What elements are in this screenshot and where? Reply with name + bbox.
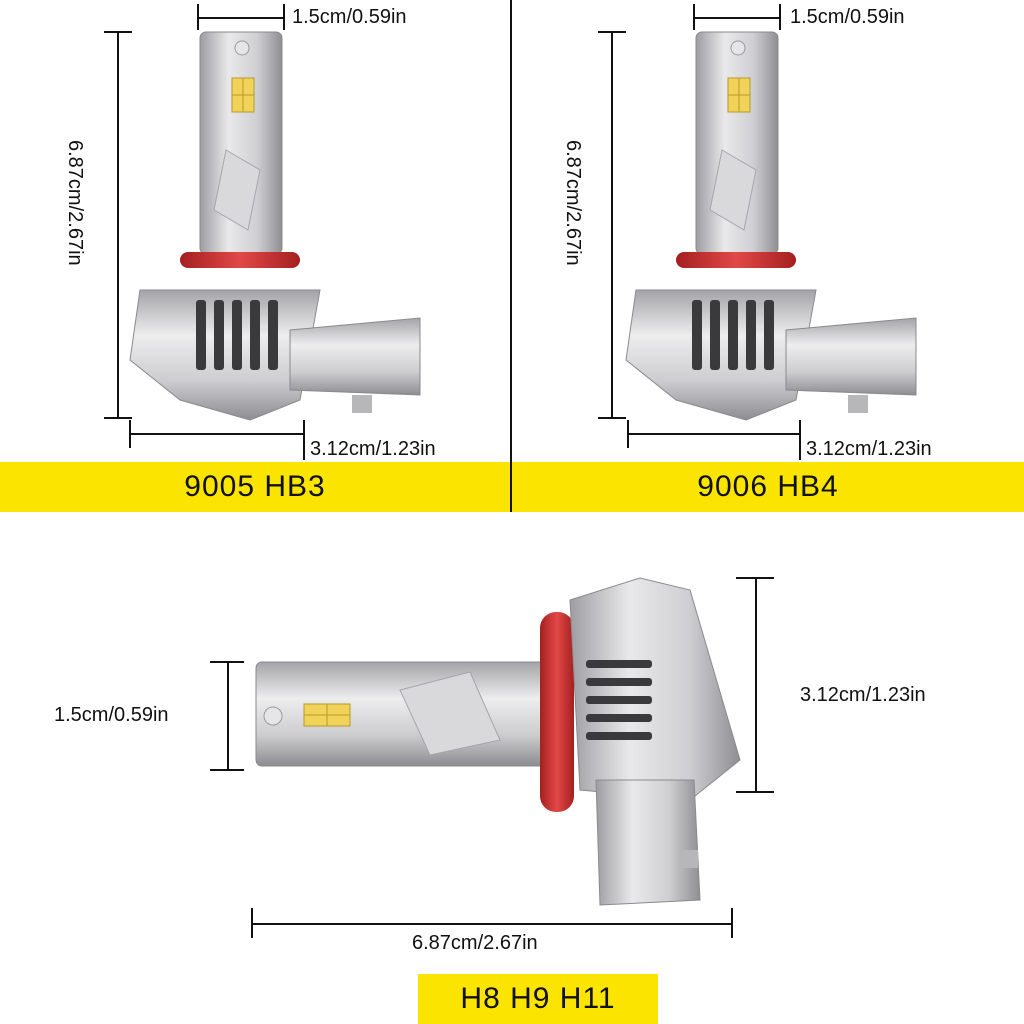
model-label-9005-hb3: 9005 HB3	[0, 462, 510, 512]
bottom-height-dimension: 3.12cm/1.23in	[800, 684, 926, 706]
tr-base-dimension: 3.12cm/1.23in	[806, 438, 932, 460]
tr-height-dimension: 6.87cm/2.67in	[562, 140, 584, 266]
bottom-length-dimension: 6.87cm/2.67in	[412, 932, 538, 954]
panel-9005-hb3	[0, 0, 512, 512]
tr-width-dimension: 1.5cm/0.59in	[790, 6, 905, 28]
tl-width-dimension: 1.5cm/0.59in	[292, 6, 407, 28]
model-label-h8-h9-h11: H8 H9 H11	[418, 974, 658, 1024]
bottom-width-dimension: 1.5cm/0.59in	[54, 704, 169, 726]
panel-9006-hb4	[512, 0, 1024, 512]
bulb-h11-illustration	[255, 577, 741, 906]
model-label-9006-hb4: 9006 HB4	[512, 462, 1024, 512]
tl-base-dimension: 3.12cm/1.23in	[310, 438, 436, 460]
tl-height-dimension: 6.87cm/2.67in	[64, 140, 86, 266]
